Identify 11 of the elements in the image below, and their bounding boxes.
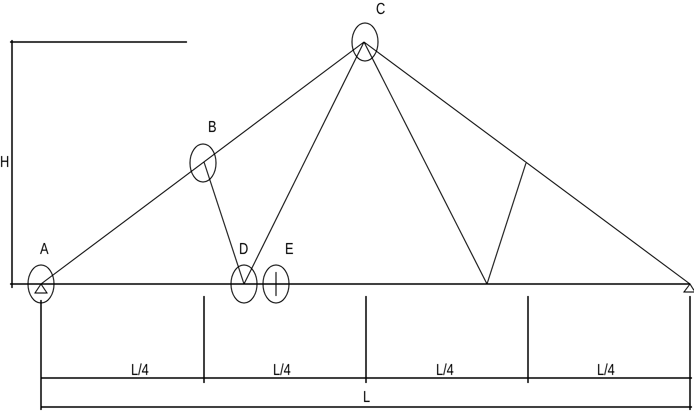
joint-label: A (40, 242, 49, 258)
dimension-label: L/4 (273, 363, 291, 379)
dimension-label: L/4 (131, 363, 149, 379)
joint-label: E (285, 242, 294, 258)
joint-label: C (376, 2, 386, 18)
joint-label: D (239, 242, 248, 258)
dimension-label: L (363, 390, 370, 406)
dimension-label: L/4 (436, 363, 454, 379)
dimension-label: H (0, 155, 10, 171)
dimension-label: L/4 (597, 363, 615, 379)
joint-label: B (208, 120, 217, 136)
